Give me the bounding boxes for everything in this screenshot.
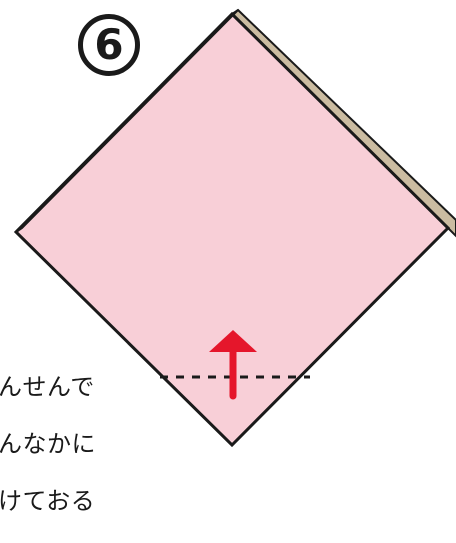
paper-back-edge-left	[15, 9, 239, 233]
instruction-line-3: けておる	[0, 486, 96, 515]
step-number-badge: 6	[78, 14, 140, 76]
paper-front-layer	[13, 11, 451, 448]
up-arrow-icon	[209, 330, 257, 352]
instruction-line-1: んせんで	[0, 373, 95, 402]
step-number: 6	[94, 19, 124, 69]
instruction-text: んせんで んなかに けておる	[0, 345, 96, 543]
origami-diagram	[13, 8, 456, 448]
instruction-line-2: んなかに	[0, 429, 96, 458]
